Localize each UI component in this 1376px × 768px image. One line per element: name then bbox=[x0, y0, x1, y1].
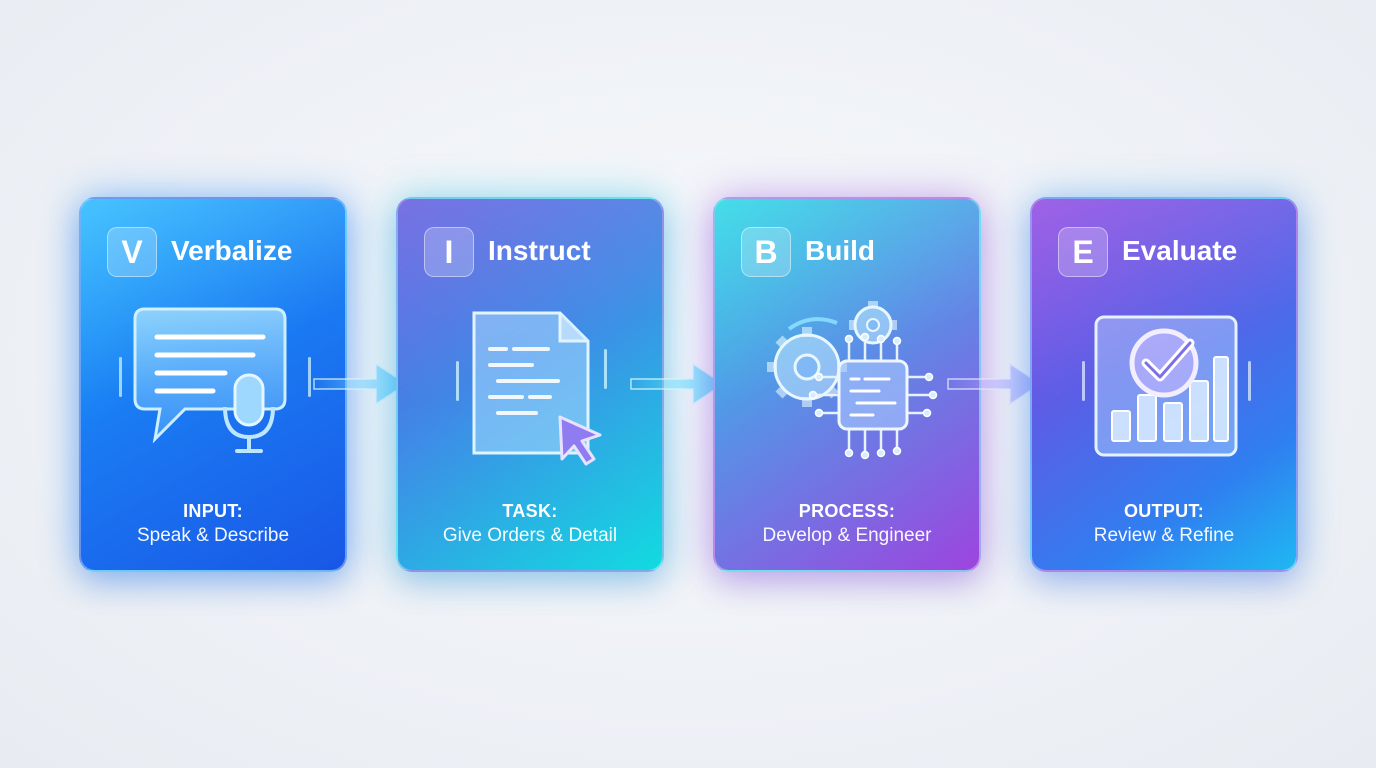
step-letter-badge: V bbox=[107, 227, 157, 277]
step-card-build: B Build bbox=[713, 197, 981, 572]
step-letter-badge: B bbox=[741, 227, 791, 277]
step-title: Verbalize bbox=[171, 235, 293, 266]
step-letter-badge: E bbox=[1058, 227, 1108, 277]
step-label: INPUT: bbox=[183, 501, 243, 521]
step-label: PROCESS: bbox=[798, 501, 896, 521]
step-description: Give Orders & Detail bbox=[442, 525, 618, 546]
right-arrow-icon bbox=[310, 356, 410, 412]
step-card-verbalize: V Verbalize INPUT: Speak bbox=[79, 197, 347, 572]
step-label: TASK: bbox=[502, 501, 558, 521]
step-title: Build bbox=[805, 235, 875, 266]
step-letter-badge: I bbox=[424, 227, 474, 277]
step-description: Speak & Describe bbox=[136, 525, 290, 546]
step-description: Develop & Engineer bbox=[762, 525, 932, 546]
step-title: Evaluate bbox=[1122, 235, 1238, 266]
step-label: OUTPUT: bbox=[1123, 501, 1205, 521]
step-card-evaluate: E Evaluate OUTPUT: Review & Refine bbox=[1030, 197, 1298, 572]
document-cursor-icon bbox=[432, 299, 632, 469]
right-arrow-icon bbox=[627, 356, 727, 412]
checkmark-chart-icon bbox=[1066, 299, 1266, 469]
speech-bubble-microphone-icon bbox=[115, 299, 315, 469]
step-card-instruct: I Instruct TASK: Give Orders & Detail bbox=[396, 197, 664, 572]
right-arrow-icon bbox=[944, 356, 1044, 412]
gears-chip-icon bbox=[749, 299, 949, 469]
step-description: Review & Refine bbox=[1093, 525, 1235, 546]
step-title: Instruct bbox=[488, 235, 591, 266]
